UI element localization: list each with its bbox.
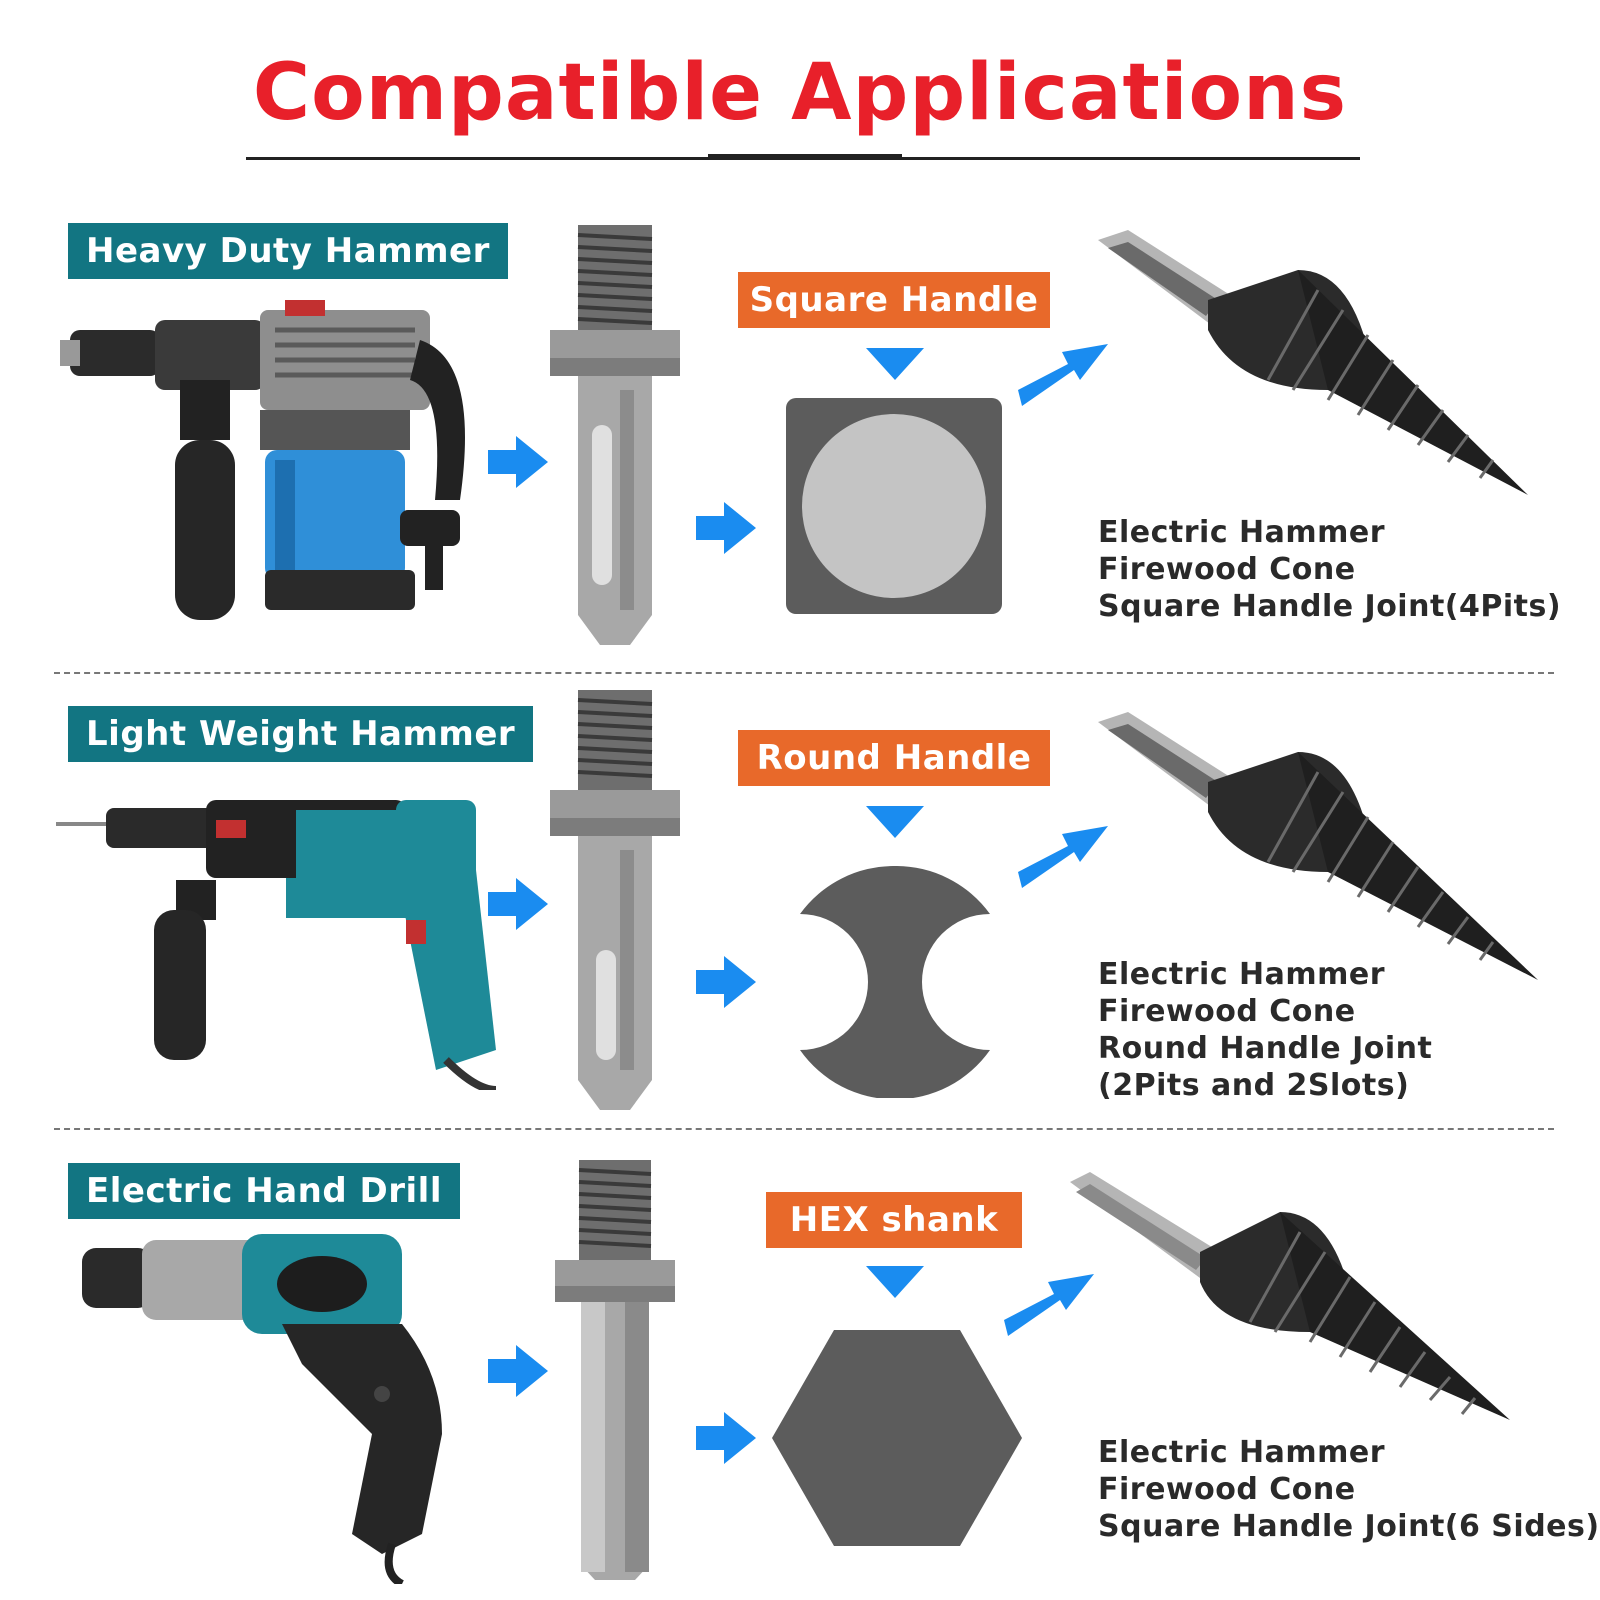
arrow-right-icon (488, 436, 548, 488)
desc-line: Electric Hammer (1098, 1435, 1386, 1470)
round-handle-cross-section (790, 866, 1000, 1098)
desc-line: Electric Hammer (1098, 957, 1386, 992)
arrow-up-right-icon (1018, 340, 1108, 406)
sds-adapter-image (550, 690, 680, 1110)
firewood-cone-bit-image (1088, 712, 1548, 992)
heavy-duty-hammer-image (60, 300, 480, 640)
firewood-cone-bit-image (1088, 230, 1548, 510)
arrow-right-icon (696, 956, 756, 1008)
arrow-up-right-icon (1004, 1270, 1094, 1336)
arrow-down-icon (866, 348, 924, 380)
title-underline-accent (708, 154, 902, 159)
tool-label-heavy-duty-hammer: Heavy Duty Hammer (68, 223, 508, 279)
sds-adapter-image (550, 225, 680, 645)
arrow-right-icon (488, 1345, 548, 1397)
tool-label-electric-hand-drill: Electric Hand Drill (68, 1163, 460, 1219)
arrow-right-icon (696, 1412, 756, 1464)
firewood-cone-bit-hex-image (1070, 1172, 1530, 1452)
light-weight-hammer-image (56, 800, 496, 1090)
handle-label-square: Square Handle (738, 272, 1050, 328)
product-description: Electric Hammer Firewood Cone Round Hand… (1098, 956, 1432, 1104)
handle-label-round: Round Handle (738, 730, 1050, 786)
arrow-up-right-icon (1018, 822, 1108, 888)
arrow-right-icon (488, 878, 548, 930)
arrow-right-icon (696, 502, 756, 554)
desc-line: (2Pits and 2Slots) (1098, 1068, 1410, 1103)
desc-line: Firewood Cone (1098, 1472, 1356, 1507)
product-description: Electric Hammer Firewood Cone Square Han… (1098, 514, 1561, 625)
desc-line: Firewood Cone (1098, 552, 1356, 587)
tool-label-light-weight-hammer: Light Weight Hammer (68, 706, 534, 762)
desc-line: Round Handle Joint (1098, 1031, 1433, 1066)
row-divider (54, 1128, 1554, 1130)
product-description: Electric Hammer Firewood Cone Square Han… (1098, 1434, 1600, 1545)
desc-line: Firewood Cone (1098, 994, 1356, 1029)
square-handle-cross-section (786, 398, 1002, 614)
row-divider (54, 672, 1554, 674)
handle-label-hex: HEX shank (766, 1192, 1022, 1248)
page-title: Compatible Applications (252, 48, 1348, 138)
hex-shank-cross-section (772, 1330, 1022, 1546)
desc-line: Square Handle Joint(4Pits) (1098, 589, 1562, 624)
desc-line: Electric Hammer (1098, 515, 1386, 550)
arrow-down-icon (866, 806, 924, 838)
electric-hand-drill-image (82, 1234, 462, 1584)
desc-line: Square Handle Joint(6 Sides) (1098, 1509, 1600, 1544)
arrow-down-icon (866, 1266, 924, 1298)
hex-adapter-image (555, 1160, 675, 1580)
